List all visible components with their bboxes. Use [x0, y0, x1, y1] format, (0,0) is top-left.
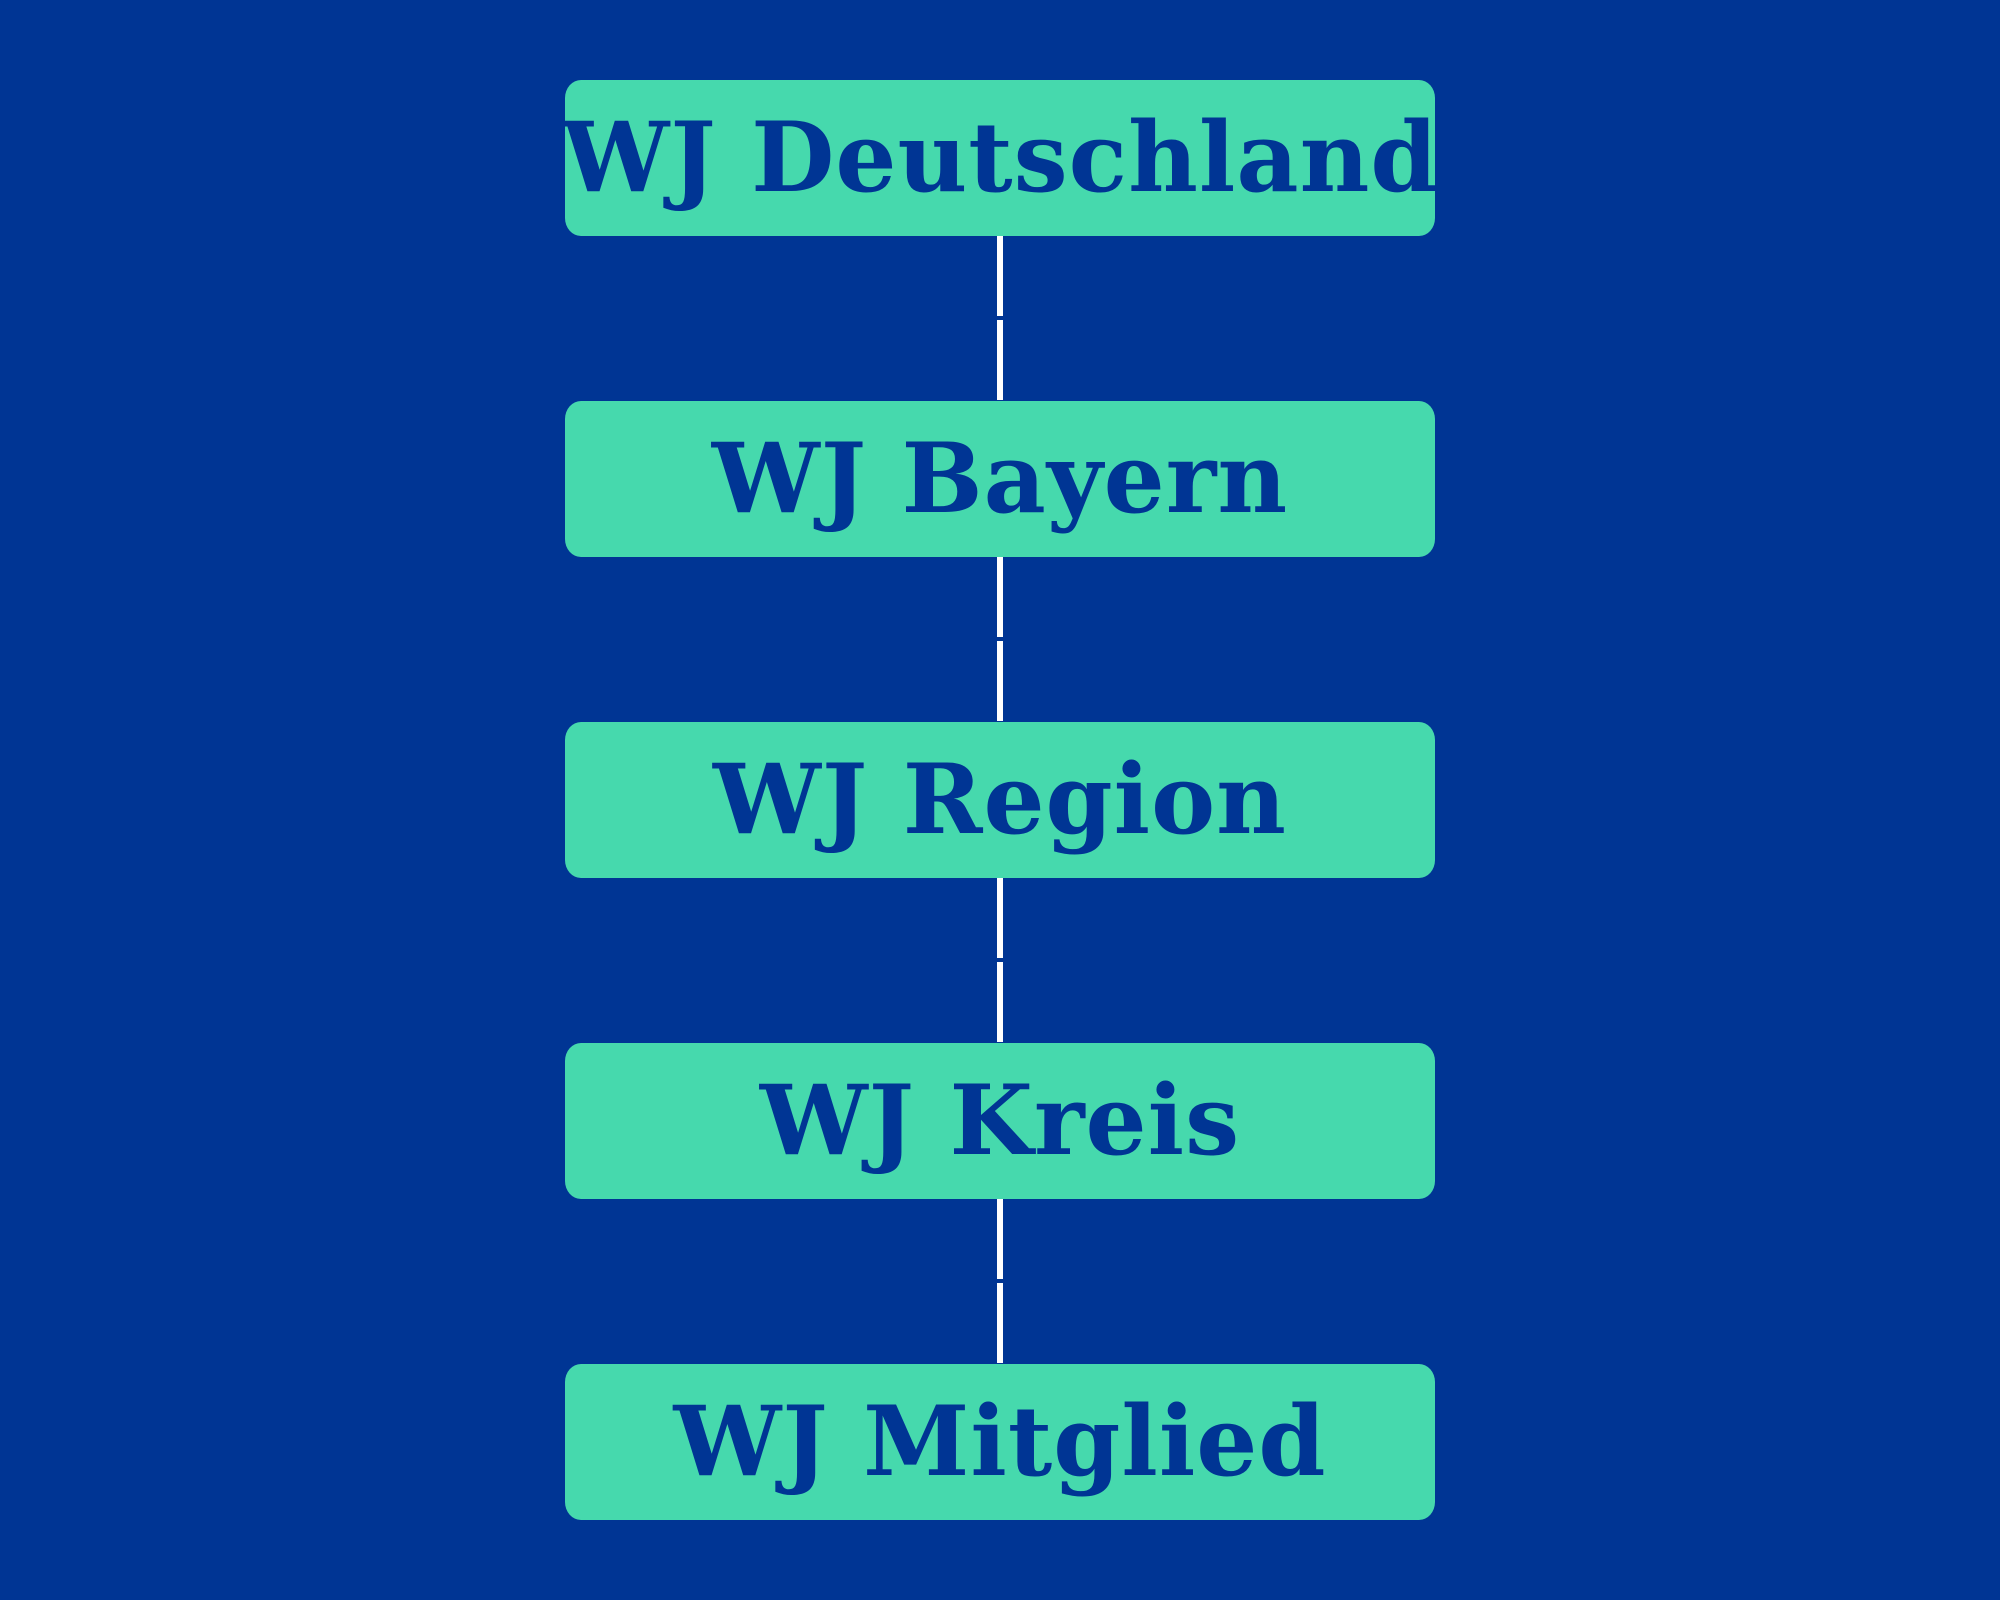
connector-3 [997, 878, 1003, 1042]
node-label: WJ Bayern [711, 422, 1289, 535]
node-wj-deutschland: WJ Deutschland [562, 80, 1438, 236]
node-wj-kreis: WJ Kreis [565, 1043, 1435, 1199]
node-wj-bayern: WJ Bayern [565, 401, 1435, 557]
node-wj-mitglied: WJ Mitglied [565, 1364, 1435, 1520]
connector-2 [997, 557, 1003, 721]
node-wj-region: WJ Region [565, 722, 1435, 878]
node-label: WJ Mitglied [673, 1385, 1327, 1498]
node-label: WJ Deutschland [561, 101, 1439, 214]
node-label: WJ Region [713, 743, 1287, 856]
connector-4 [997, 1199, 1003, 1363]
node-label: WJ Kreis [759, 1064, 1241, 1177]
connector-1 [997, 236, 1003, 400]
